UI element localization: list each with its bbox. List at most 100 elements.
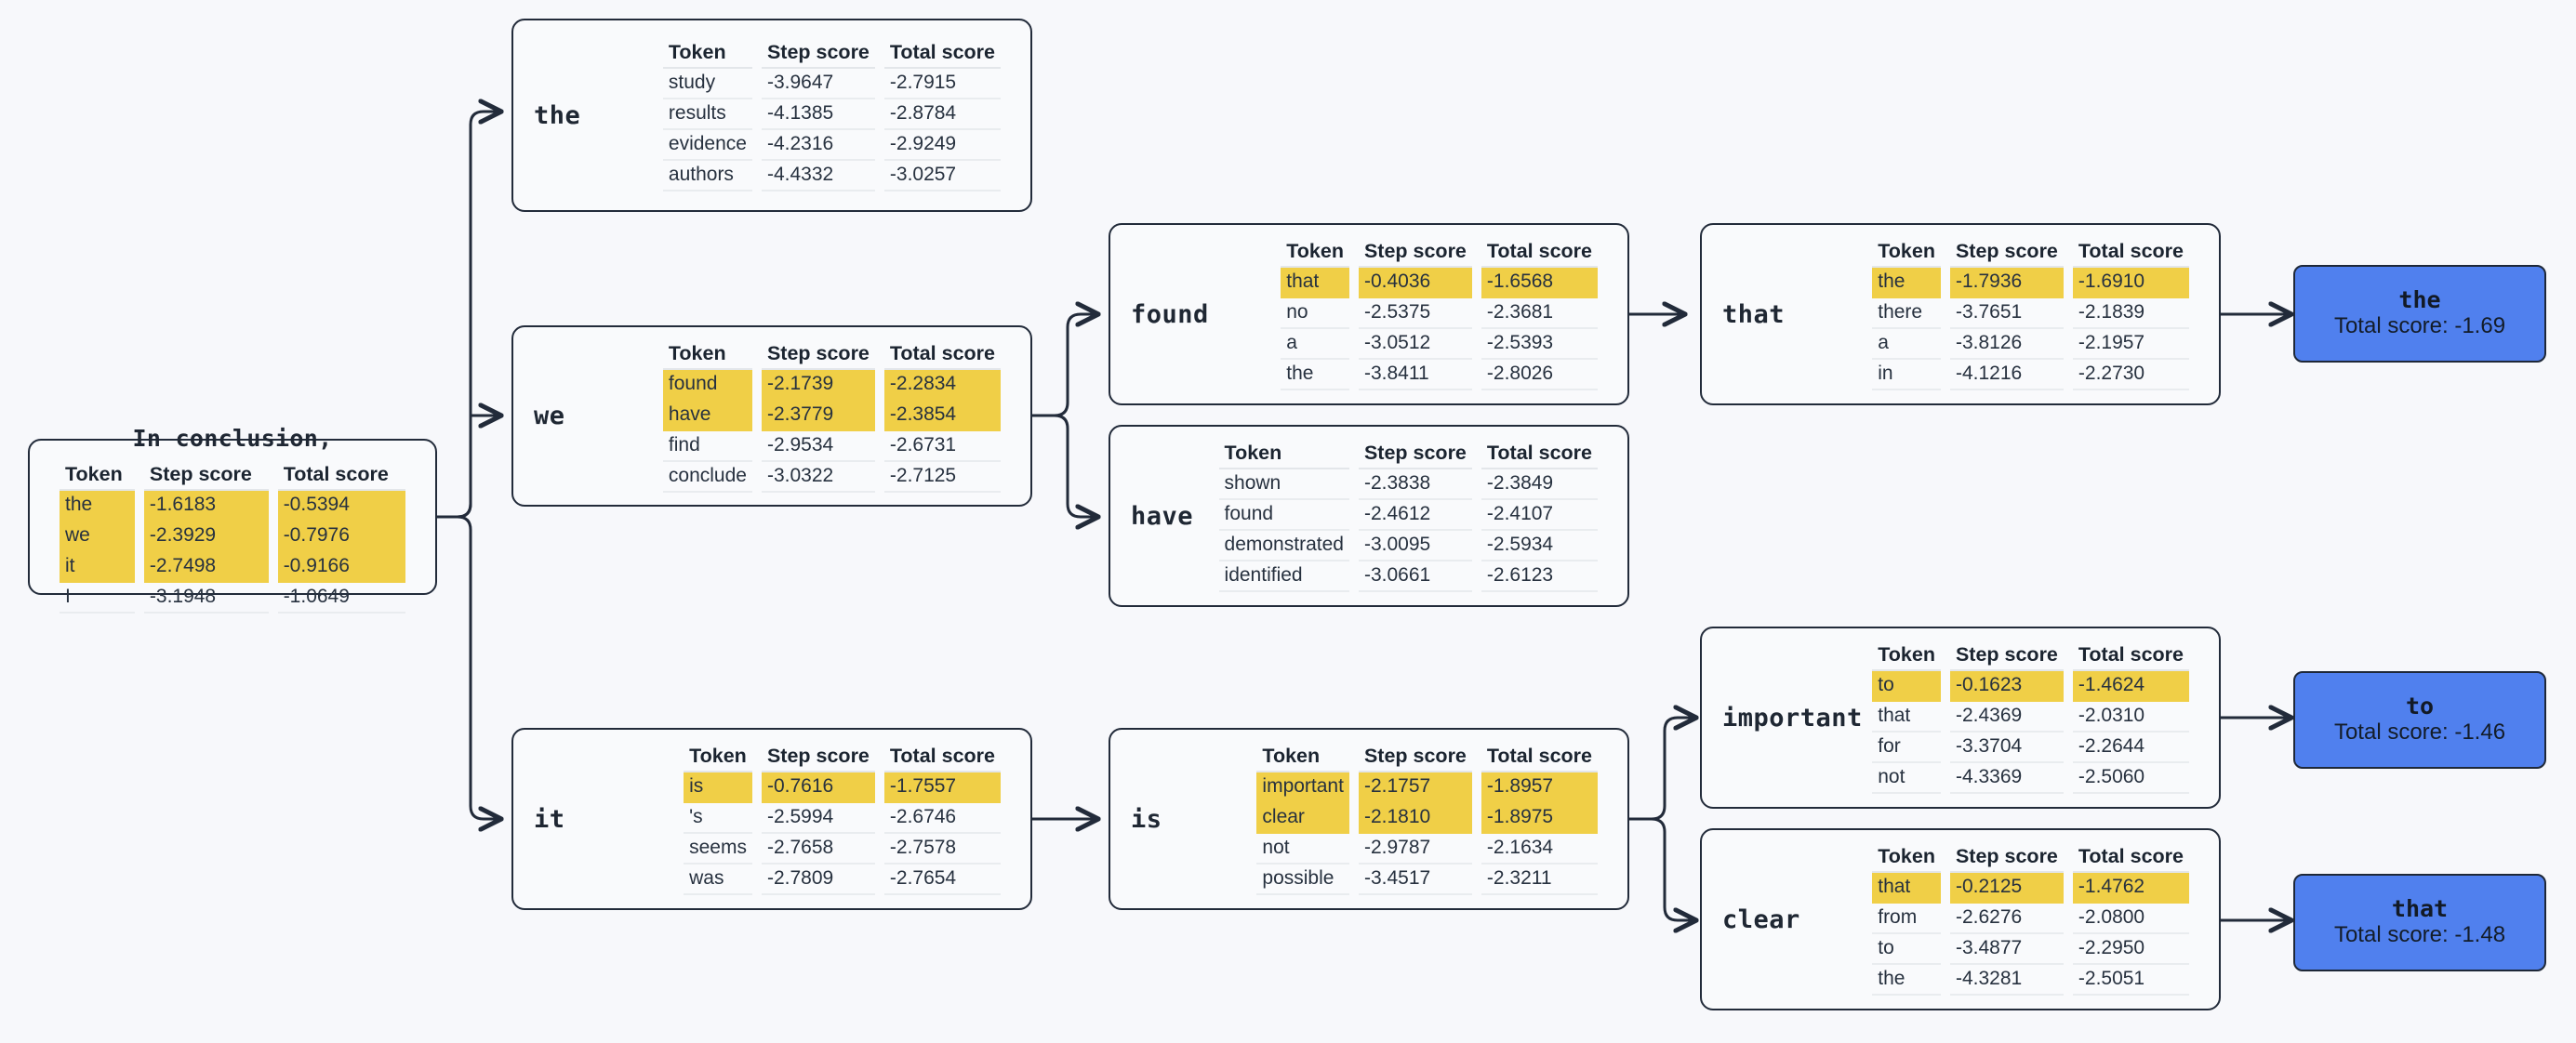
cell-token: that — [1281, 268, 1349, 298]
edge-is-to-important — [1627, 718, 1694, 821]
terminal-node-the[interactable]: the Total score: -1.69 — [2293, 265, 2546, 363]
node-the[interactable]: the Token Step score Total score study-3… — [511, 19, 1032, 212]
table-row: no-2.5375-2.3681 — [1281, 298, 1598, 329]
table-row: evidence-4.2316-2.9249 — [662, 130, 1001, 161]
cell-step-score: -2.7498 — [143, 551, 269, 583]
cell-total-score: -0.9166 — [277, 551, 405, 583]
cell-token: not — [1872, 763, 1941, 794]
table-row: have-2.3779-2.3854 — [662, 400, 1001, 431]
col-total: Total score — [277, 461, 405, 491]
table-header-row: Token Step score Total score — [1281, 238, 1598, 268]
score-table: Token Step score Total score shown-2.383… — [1210, 440, 1607, 592]
cell-step-score: -4.4332 — [761, 161, 875, 191]
cell-total-score: -2.6123 — [1481, 561, 1598, 592]
score-table: Token Step score Total score study-3.964… — [654, 39, 1010, 191]
cell-step-score: -3.4517 — [1358, 865, 1472, 895]
edge-is-to-clear — [1627, 817, 1694, 920]
col-token: Token — [684, 743, 752, 772]
node-is[interactable]: is Token Step score Total score importan… — [1109, 728, 1629, 910]
table-header-row: Token Step score Total score — [662, 340, 1001, 370]
cell-step-score: -2.3838 — [1358, 469, 1472, 500]
node-have[interactable]: have Token Step score Total score shown-… — [1109, 425, 1629, 607]
table-row: the-1.7936-1.6910 — [1872, 268, 2189, 298]
cell-step-score: -3.4877 — [1949, 934, 2064, 965]
score-table: Token Step score Total score is-0.7616-1… — [674, 743, 1010, 895]
table-row: that-0.2125-1.4762 — [1872, 873, 2189, 904]
table-row: a-3.0512-2.5393 — [1281, 329, 1598, 360]
root-title: In conclusion, — [132, 424, 333, 452]
node-found[interactable]: found Token Step score Total score that-… — [1109, 223, 1629, 405]
col-total: Total score — [883, 743, 1001, 772]
cell-step-score: -3.0661 — [1358, 561, 1472, 592]
cell-token: possible — [1256, 865, 1349, 895]
cell-step-score: -2.3929 — [143, 521, 269, 552]
cell-step-score: -1.6183 — [143, 490, 269, 522]
cell-token: 's — [684, 803, 752, 834]
cell-total-score: -1.6910 — [2072, 268, 2189, 298]
cell-total-score: -1.4624 — [2072, 671, 2189, 702]
cell-step-score: -3.9647 — [761, 69, 875, 99]
cell-token: that — [1872, 702, 1941, 733]
score-table: Token Step score Total score to-0.1623-1… — [1863, 641, 2198, 794]
table-row: found-2.1739-2.2834 — [662, 369, 1001, 401]
edge-root-to-it — [435, 515, 499, 819]
node-that[interactable]: that Token Step score Total score the-1.… — [1700, 223, 2221, 405]
col-step: Step score — [761, 340, 875, 370]
table-row: the-3.8411-2.8026 — [1281, 360, 1598, 390]
col-step: Step score — [1949, 238, 2064, 268]
cell-total-score: -2.7654 — [883, 865, 1001, 895]
edge-root-to-we — [435, 416, 499, 519]
cell-total-score: -2.4107 — [1481, 500, 1598, 531]
cell-token: I — [60, 583, 135, 614]
cell-step-score: -2.5994 — [761, 803, 875, 834]
table-row: identified-3.0661-2.6123 — [1218, 561, 1598, 592]
table-row: authors-4.4332-3.0257 — [662, 161, 1001, 191]
cell-total-score: -2.3681 — [1481, 298, 1598, 329]
table-header-row: Token Step score Total score — [1872, 641, 2189, 671]
cell-token: we — [60, 521, 135, 552]
node-important[interactable]: important Token Step score Total score t… — [1700, 627, 2221, 809]
col-total: Total score — [1481, 238, 1598, 268]
col-step: Step score — [1949, 843, 2064, 873]
cell-token: find — [662, 431, 752, 462]
cell-step-score: -4.1216 — [1949, 360, 2064, 390]
cell-step-score: -3.0512 — [1358, 329, 1472, 360]
col-step: Step score — [761, 39, 875, 69]
table-row: not-2.9787-2.1634 — [1256, 834, 1598, 865]
node-label: is — [1131, 804, 1162, 834]
terminal-node-that[interactable]: that Total score: -1.48 — [2293, 874, 2546, 971]
col-total: Total score — [1481, 440, 1598, 469]
node-it[interactable]: it Token Step score Total score is-0.761… — [511, 728, 1032, 910]
cell-token: for — [1872, 733, 1941, 763]
cell-step-score: -4.1385 — [761, 99, 875, 130]
cell-total-score: -2.1957 — [2072, 329, 2189, 360]
cell-token: authors — [662, 161, 752, 191]
cell-step-score: -0.2125 — [1949, 873, 2064, 904]
node-clear[interactable]: clear Token Step score Total score that-… — [1700, 828, 2221, 1010]
cell-step-score: -2.9787 — [1358, 834, 1472, 865]
terminal-total-score: Total score: -1.69 — [2333, 313, 2506, 339]
cell-total-score: -2.2644 — [2072, 733, 2189, 763]
cell-token: is — [684, 772, 752, 803]
node-we[interactable]: we Token Step score Total score found-2.… — [511, 325, 1032, 507]
terminal-node-to[interactable]: to Total score: -1.46 — [2293, 671, 2546, 769]
cell-total-score: -2.8784 — [883, 99, 1001, 130]
cell-total-score: -2.5393 — [1481, 329, 1598, 360]
cell-step-score: -3.0095 — [1358, 531, 1472, 561]
cell-token: a — [1872, 329, 1941, 360]
terminal-total-score: Total score: -1.48 — [2333, 922, 2506, 948]
node-label: we — [534, 402, 565, 430]
table-row: was-2.7809-2.7654 — [684, 865, 1001, 895]
cell-total-score: -1.8957 — [1481, 772, 1598, 803]
terminal-total-score: Total score: -1.46 — [2333, 720, 2506, 746]
cell-total-score: -2.7578 — [883, 834, 1001, 865]
cell-step-score: -4.2316 — [761, 130, 875, 161]
score-table: Token Step score Total score important-2… — [1247, 743, 1607, 895]
table-row: demonstrated-3.0095-2.5934 — [1218, 531, 1598, 561]
table-row: study-3.9647-2.7915 — [662, 69, 1001, 99]
node-root[interactable]: In conclusion, Token Step score Total sc… — [28, 425, 437, 614]
